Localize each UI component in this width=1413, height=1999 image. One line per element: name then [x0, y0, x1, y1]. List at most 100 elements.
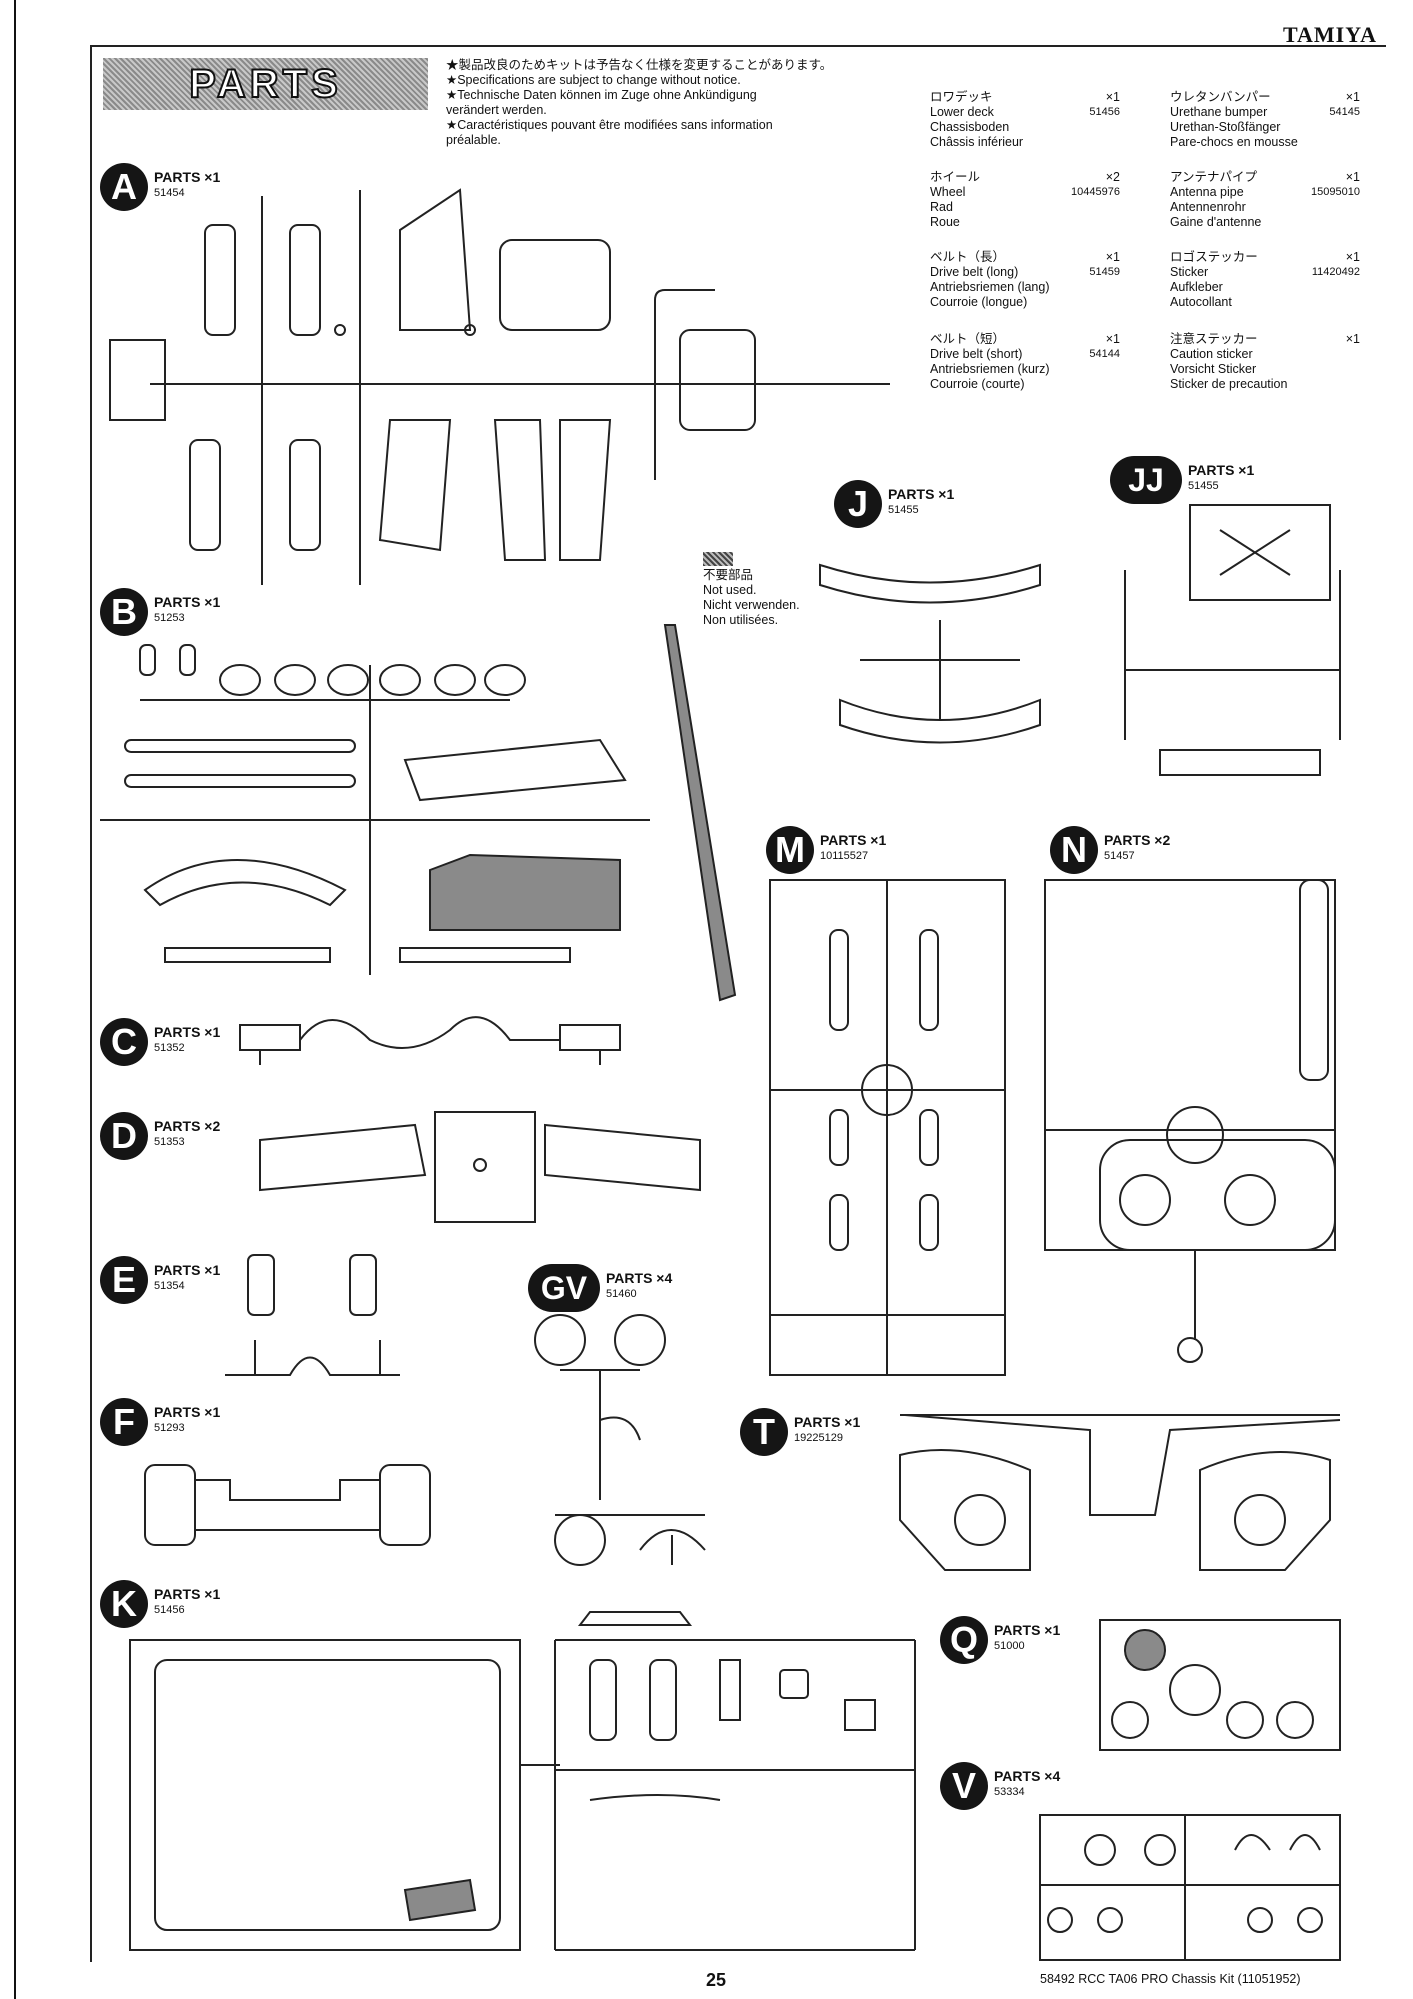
- page-number: 25: [706, 1970, 727, 1990]
- not-used-en: Not used.: [703, 583, 757, 597]
- part-letter-badge: V: [940, 1762, 988, 1810]
- part-code: 10115527: [820, 850, 869, 862]
- part-title: PARTS ×1: [154, 1262, 221, 1278]
- part-letter-badge: J: [834, 480, 882, 528]
- part-code: 51253: [154, 612, 185, 624]
- legend-qty: ×2: [1105, 170, 1120, 184]
- legend-de: Antennenrohr: [1170, 200, 1246, 214]
- tree-t-drawing: [899, 1414, 1341, 1571]
- part-letter-badge: K: [100, 1580, 148, 1628]
- parts-label-n: N PARTS ×2 51457: [1050, 826, 1170, 874]
- part-code: 51455: [888, 504, 919, 516]
- legend-jp: アンテナパイプ: [1170, 170, 1258, 184]
- legend-en: Caution sticker: [1170, 347, 1253, 361]
- not-used-swatch: [703, 552, 733, 566]
- legend-de: Urethan-Stoßfänger: [1170, 120, 1281, 134]
- legend-en: Wheel: [930, 185, 966, 199]
- part-title: PARTS ×1: [994, 1622, 1061, 1638]
- legend-code: 15095010: [1311, 186, 1360, 198]
- legend-fr: Roue: [930, 215, 960, 229]
- tree-m-drawing: [769, 879, 1006, 1376]
- part-title: PARTS ×4: [606, 1270, 673, 1286]
- part-title: PARTS ×1: [154, 1024, 221, 1040]
- notice-line: verändert werden.: [446, 103, 547, 117]
- legend-de: Vorsicht Sticker: [1170, 362, 1257, 376]
- tree-q-drawing: [1099, 1619, 1341, 1751]
- part-letter-badge: C: [100, 1018, 148, 1066]
- legend-fr: Courroie (longue): [930, 295, 1028, 309]
- part-title: PARTS ×2: [154, 1118, 221, 1134]
- legend-belt-long: ベルト（長）×1 Drive belt (long)51459 Antriebs…: [930, 250, 1120, 310]
- legend-qty: ×1: [1345, 332, 1360, 346]
- legend-en: Urethane bumper: [1170, 105, 1268, 119]
- page-frame: [90, 45, 1386, 1962]
- legend-fr: Autocollant: [1170, 295, 1232, 309]
- tree-c-drawing: [239, 1016, 621, 1065]
- part-letter-badge: JJ: [1110, 456, 1182, 504]
- legend-jp: 注意ステッカー: [1170, 332, 1258, 346]
- part-title: PARTS ×1: [820, 832, 887, 848]
- legend-jp: ロゴステッカー: [1170, 250, 1258, 264]
- parts-banner: PARTS: [103, 58, 428, 110]
- legend-fr: Sticker de precaution: [1170, 377, 1288, 391]
- notice-line: ★Caractéristiques pouvant être modifiées…: [446, 118, 773, 132]
- legend-code: 51456: [1089, 106, 1120, 118]
- legend-code: 51459: [1089, 266, 1120, 278]
- legend-en: Antenna pipe: [1170, 185, 1244, 199]
- legend-en: Drive belt (long): [930, 265, 1019, 279]
- part-letter-badge: F: [100, 1398, 148, 1446]
- tree-f-drawing: [144, 1464, 431, 1546]
- not-used-de: Nicht verwenden.: [703, 598, 800, 612]
- tree-k-drawing: [129, 1611, 916, 1951]
- part-code: 51455: [1188, 480, 1219, 492]
- part-title: PARTS ×4: [994, 1768, 1061, 1784]
- part-title: PARTS ×2: [1104, 832, 1171, 848]
- notice-line: ★Technische Daten können im Zuge ohne An…: [446, 88, 757, 102]
- tree-d-drawing: [259, 1111, 701, 1223]
- legend-de: Chassisboden: [930, 120, 1010, 134]
- legend-de: Aufkleber: [1170, 280, 1223, 294]
- legend-qty: ×1: [1345, 250, 1360, 264]
- part-code: 19225129: [794, 1432, 843, 1444]
- part-letter-badge: T: [740, 1408, 788, 1456]
- part-code: 51456: [154, 1604, 185, 1616]
- part-code: 53334: [994, 1786, 1025, 1798]
- not-used-fr: Non utilisées.: [703, 613, 779, 627]
- part-title: PARTS ×1: [154, 169, 221, 185]
- tree-e-drawing: [225, 1254, 400, 1376]
- brand-logo: TAMIYA: [1282, 22, 1377, 47]
- part-title: PARTS ×1: [154, 1586, 221, 1602]
- tree-gv-drawing: [534, 1314, 706, 1566]
- tree-jj-drawing: [1124, 504, 1341, 776]
- notice-line: préalable.: [446, 133, 501, 147]
- part-letter-badge: N: [1050, 826, 1098, 874]
- legend-fr: Courroie (courte): [930, 377, 1025, 391]
- legend-jp: ロワデッキ: [930, 90, 993, 104]
- legend-code: 10445976: [1071, 186, 1120, 198]
- legend-belt-short: ベルト（短）×1 Drive belt (short)54144 Antrieb…: [930, 332, 1120, 392]
- legend-qty: ×1: [1105, 332, 1120, 346]
- legend-code: 54144: [1089, 348, 1120, 360]
- notice-line: ★Specifications are subject to change wi…: [446, 73, 741, 87]
- notice-line: ★製品改良のためキットは予告なく仕様を変更することがあります。: [446, 58, 833, 72]
- tree-j-drawing: [819, 563, 1041, 744]
- part-code: 51000: [994, 1640, 1025, 1652]
- part-letter-badge: B: [100, 588, 148, 636]
- legend-jp: ウレタンバンパー: [1170, 90, 1271, 104]
- tree-n-drawing: [1044, 879, 1336, 1363]
- legend-code: 11420492: [1311, 266, 1360, 278]
- part-code: 51457: [1104, 850, 1135, 862]
- tree-b-drawing: [100, 624, 737, 1002]
- legend-jp: ベルト（長）: [930, 250, 1006, 264]
